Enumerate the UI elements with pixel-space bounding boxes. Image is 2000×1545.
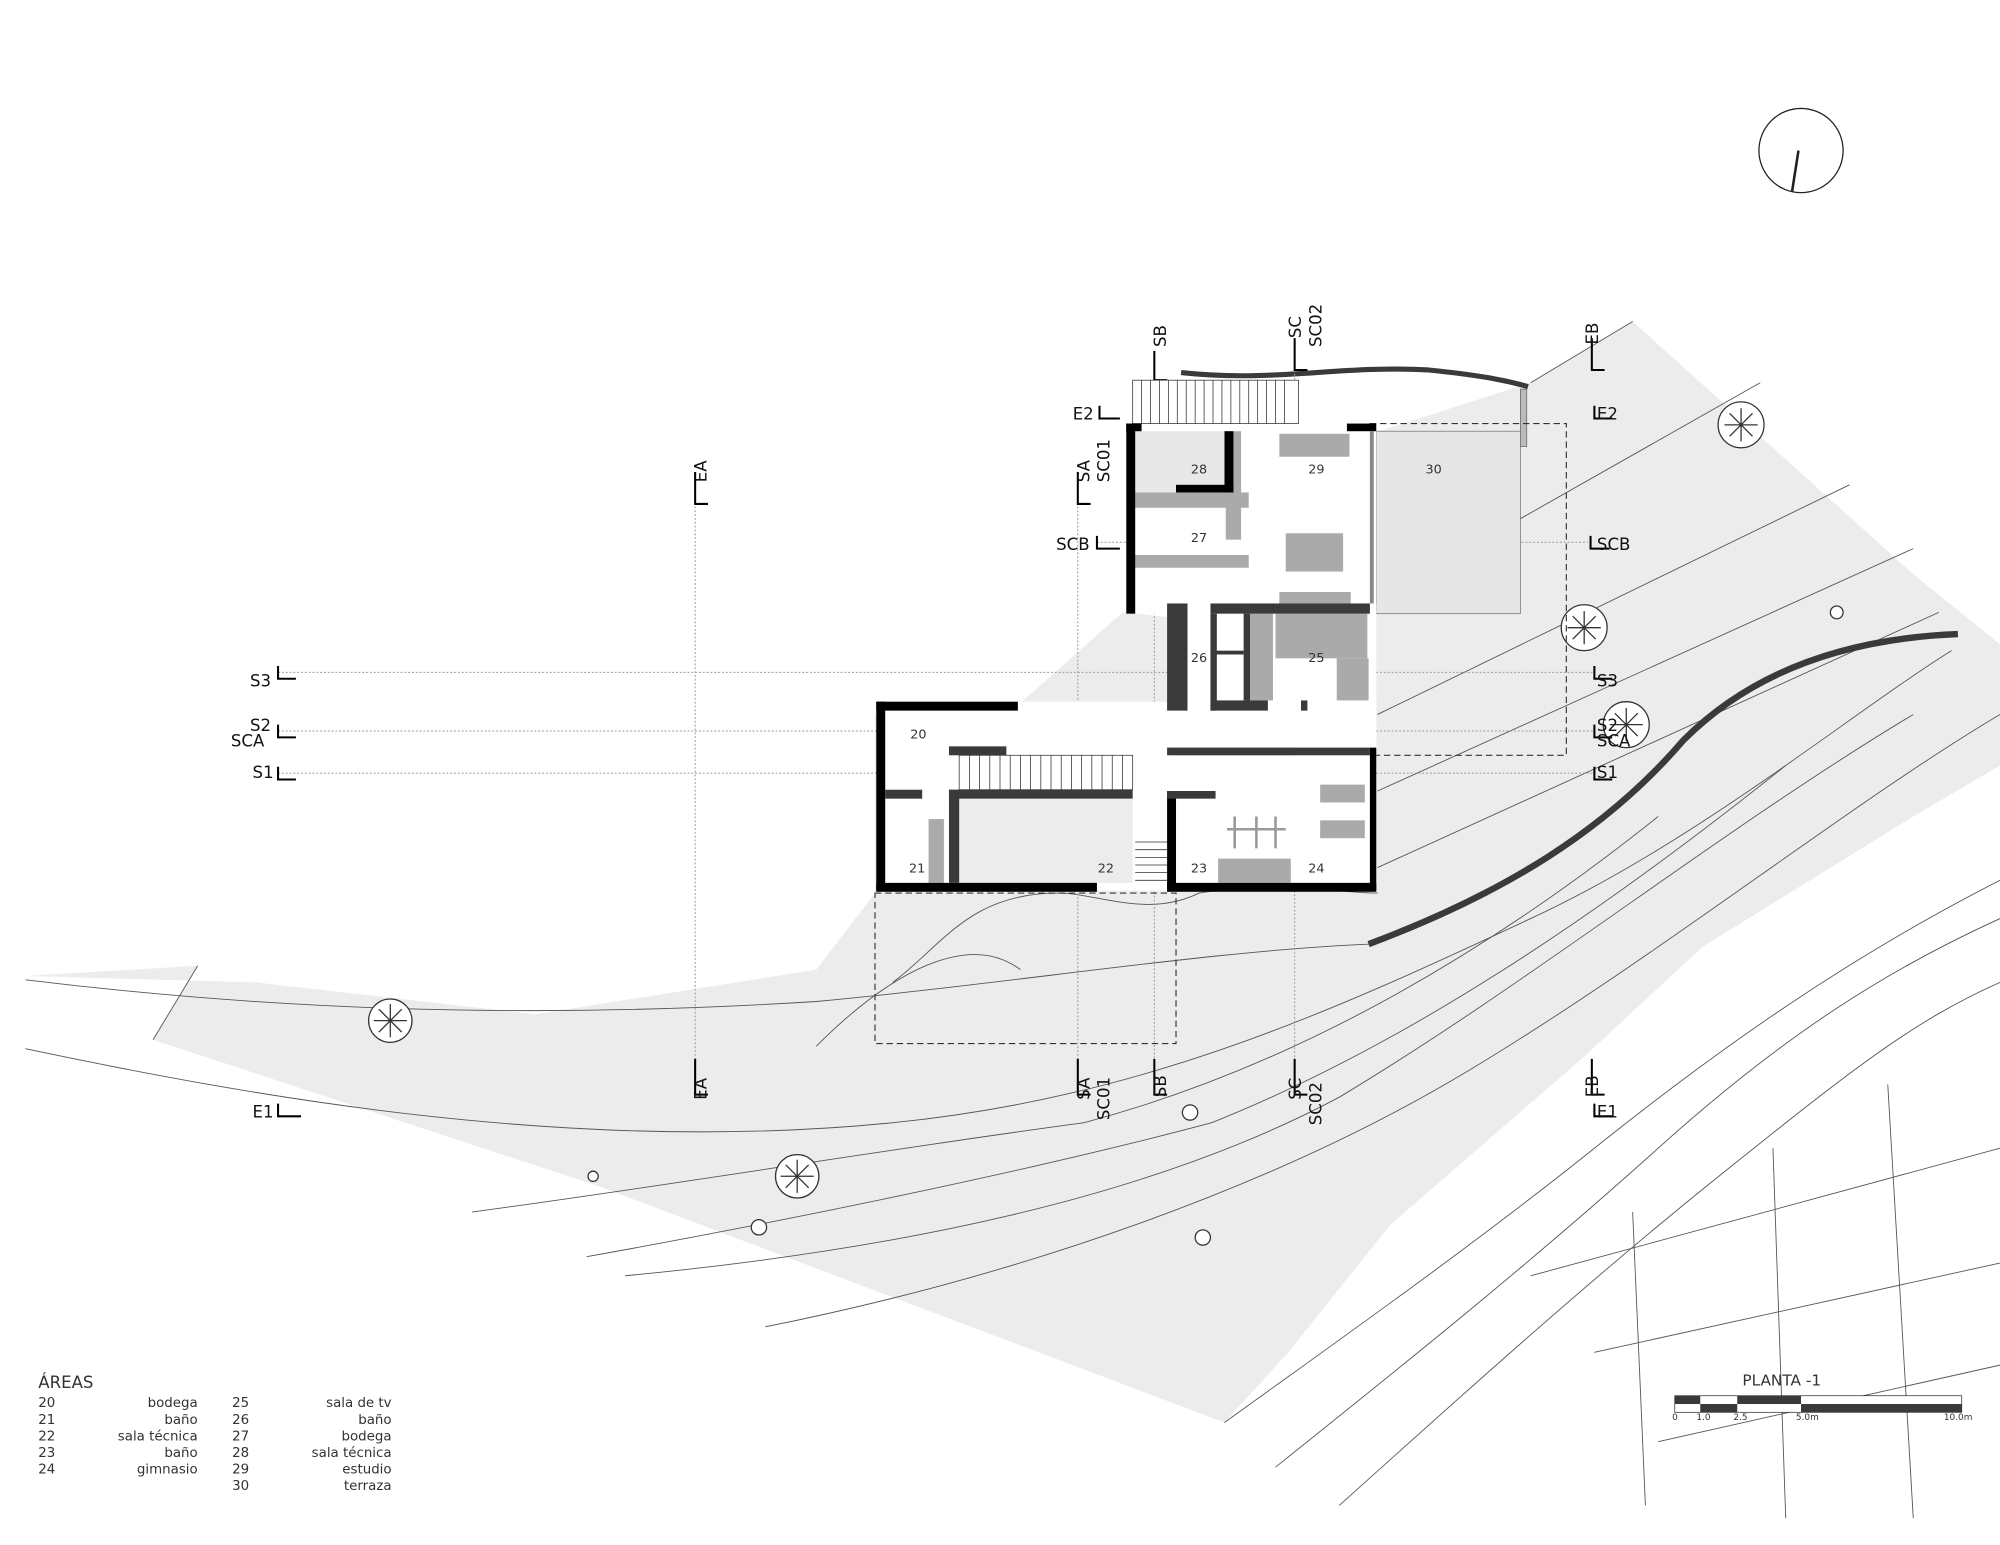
room-number: 29 [1308, 462, 1324, 477]
walls [876, 423, 1377, 892]
legend-name: gimnasio [137, 1463, 198, 1478]
legend-heading: ÁREAS [38, 1373, 93, 1392]
section-label-sc-bottom: SC [1286, 1078, 1305, 1100]
scale-tick: 5.0m [1796, 1413, 1819, 1423]
section-label-sc01-top: SC01 [1095, 439, 1114, 482]
section-label-sca-right: SCA [1597, 731, 1631, 750]
terrain [25, 321, 2000, 1519]
scale-tick: 10.0m [1944, 1413, 1973, 1423]
room-number: 24 [1308, 862, 1324, 877]
section-label-sb-top: SB [1151, 325, 1170, 347]
section-label-s3: S3 [250, 671, 271, 690]
tree-icon [1717, 401, 1765, 449]
north-arrow-icon [1758, 107, 1844, 194]
curved-retaining-wall [1367, 630, 1959, 948]
legend-num: 23 [38, 1446, 55, 1461]
room-number: 28 [1191, 462, 1207, 477]
tree-icon [774, 1153, 820, 1199]
room-number: 21 [909, 862, 925, 877]
section-label-sb-bottom: SB [1151, 1075, 1170, 1097]
section-label-eb-bottom: EB [1583, 1075, 1602, 1097]
section-label-sa-top: SA [1074, 459, 1093, 482]
building: 20 21 22 23 24 25 26 27 28 29 30 [874, 379, 1567, 1045]
room-number: 27 [1191, 531, 1207, 546]
areas-legend: ÁREAS 20 bodega 21 baño 22 sala técnica … [38, 1373, 391, 1494]
legend-name: estudio [342, 1463, 391, 1478]
legend-num: 27 [232, 1429, 249, 1444]
section-label-scb: SCB [1056, 535, 1089, 554]
section-label-scb-right: SCB [1597, 535, 1630, 554]
room-number: 25 [1308, 651, 1324, 666]
plan-title: PLANTA -1 [1742, 1372, 1821, 1390]
section-label-s3-right: S3 [1597, 671, 1618, 690]
furniture [928, 431, 1369, 883]
legend-num: 22 [38, 1429, 55, 1444]
tree-icon [1602, 701, 1650, 749]
tree-icon [1560, 604, 1608, 652]
legend-num: 26 [232, 1413, 249, 1428]
section-label-sc02-top: SC02 [1306, 304, 1325, 347]
legend-num: 20 [38, 1396, 55, 1411]
room-number: 22 [1098, 862, 1114, 877]
legend-name: sala técnica [312, 1445, 392, 1461]
legend-name: sala técnica [118, 1428, 198, 1444]
scale-tick: 2.5 [1733, 1413, 1747, 1423]
section-label-sc-top: SC [1286, 316, 1305, 338]
section-label-eb-top: EB [1583, 323, 1602, 345]
legend-name: bodega [148, 1396, 198, 1411]
section-label-s1-right: S1 [1597, 763, 1618, 782]
scale-tick: 1.0 [1696, 1413, 1710, 1423]
scale-tick: 0 [1672, 1413, 1678, 1423]
stairs [958, 379, 1299, 881]
legend-name: baño [164, 1413, 197, 1428]
legend-num: 30 [232, 1479, 249, 1494]
section-label-sc01-bottom: SC01 [1095, 1077, 1114, 1120]
shrub-icon [587, 605, 1844, 1246]
section-label-ea-bottom: EA [692, 1077, 711, 1099]
legend-name: terraza [344, 1479, 392, 1494]
legend-num: 25 [232, 1396, 249, 1411]
section-label-ea-top: EA [692, 460, 711, 482]
scale-bar: PLANTA -1 0 1.0 2.5 5.0m 10.0m [1672, 1372, 1972, 1423]
section-label-s1: S1 [253, 763, 274, 782]
section-label-sca: SCA [231, 731, 265, 750]
section-label-e1-right: E1 [1597, 1103, 1618, 1122]
legend-name: baño [358, 1413, 391, 1428]
legend-name: baño [164, 1446, 197, 1461]
section-label-sa-bottom: SA [1074, 1077, 1093, 1100]
top-retaining-wall [1180, 366, 1529, 390]
room-number: 30 [1426, 462, 1442, 477]
room-number: 26 [1191, 651, 1207, 666]
section-label-e2: E2 [1073, 405, 1094, 424]
room-number: 20 [910, 728, 926, 743]
section-label-sc02-bottom: SC02 [1306, 1082, 1325, 1125]
room-number: 23 [1191, 862, 1207, 877]
room-labels: 20 21 22 23 24 25 26 27 28 29 30 [909, 462, 1442, 876]
section-label-s2: S2 [250, 716, 271, 735]
legend-num: 21 [38, 1413, 55, 1428]
section-label-e1: E1 [253, 1103, 274, 1122]
section-label-e2-right: E2 [1597, 405, 1618, 424]
legend-name: bodega [342, 1429, 392, 1444]
legend-name: sala de tv [326, 1396, 392, 1411]
legend-num: 24 [38, 1463, 55, 1478]
section-label-s2-right: S2 [1597, 716, 1618, 735]
legend-num: 28 [232, 1446, 249, 1461]
tree-icon [367, 998, 413, 1043]
legend-num: 29 [232, 1463, 249, 1478]
